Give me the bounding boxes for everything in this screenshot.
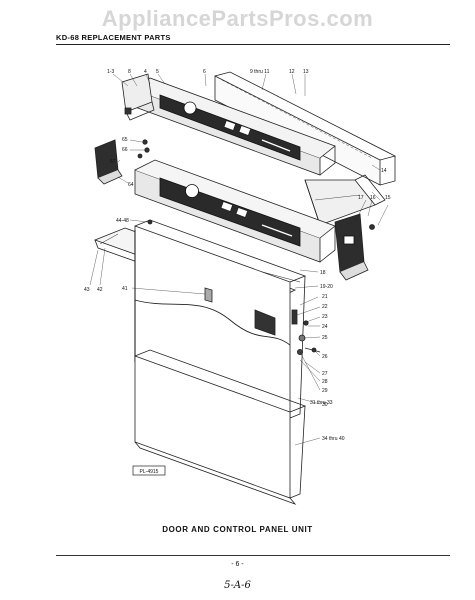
page-header: KD-68 REPLACEMENT PARTS (56, 33, 171, 42)
callout: 67 (110, 159, 116, 165)
callout: 66 (122, 147, 128, 153)
callout: 6 (203, 69, 206, 75)
page-number: - 6 - (231, 561, 244, 568)
callout: 13 (303, 69, 309, 75)
callout: 18 (320, 270, 326, 276)
callout: 24 (322, 324, 328, 330)
callout-labels: 1-3 8 4 5 6 9 thru 11 12 13 14 15 16 17 … (84, 69, 391, 442)
door-hardware-right (291, 309, 321, 355)
callout: 31 thru 33 (310, 400, 333, 406)
callout: 21 (322, 294, 328, 300)
left-bracket (94, 139, 123, 185)
leader-lines (89, 73, 389, 446)
watermark: AppliancePartsPros.com (101, 6, 374, 31)
footer-rule (56, 555, 450, 556)
callout: 42 (97, 287, 103, 293)
diagram-caption: DOOR AND CONTROL PANEL UNIT (162, 525, 313, 534)
callout: 44-48 (116, 218, 129, 224)
handwritten-note: 5-A-6 (224, 580, 251, 591)
figure-box (132, 465, 166, 476)
callout: 28 (322, 379, 328, 385)
callout: 34 thru 40 (322, 436, 345, 442)
right-end-cap-lower (334, 213, 375, 281)
right-end-cap-wedge (304, 174, 386, 226)
callout: 65 (122, 137, 128, 143)
callout: 41 (122, 286, 128, 292)
callout: 5 (156, 69, 159, 75)
callout: 4 (144, 69, 147, 75)
callout: 9 thru 11 (250, 69, 270, 75)
callout: 17 (358, 195, 364, 201)
callout: 22 (322, 304, 328, 310)
callout: 29 (322, 388, 328, 394)
callout: 1-3 (107, 69, 114, 75)
callout: 27 (322, 371, 328, 377)
header-rule (56, 44, 450, 45)
callout: 8 (128, 69, 131, 75)
left-end-cap-upper (121, 73, 155, 121)
callout: 23 (322, 314, 328, 320)
callout: 26 (322, 354, 328, 360)
lower-control-panel (134, 159, 336, 283)
figure-box-label: PL-4915 (140, 469, 159, 475)
callout: 16 (370, 195, 376, 201)
callout: 15 (385, 195, 391, 201)
back-panel (214, 71, 397, 186)
callout: 19-20 (320, 284, 333, 290)
callout: 14 (381, 168, 387, 174)
callout: 30 (322, 402, 328, 408)
callout: 43 (84, 287, 90, 293)
callout: 25 (322, 335, 328, 341)
callout: 12 (289, 69, 295, 75)
door-lower-panel (134, 349, 307, 505)
callout: 64 (128, 182, 134, 188)
